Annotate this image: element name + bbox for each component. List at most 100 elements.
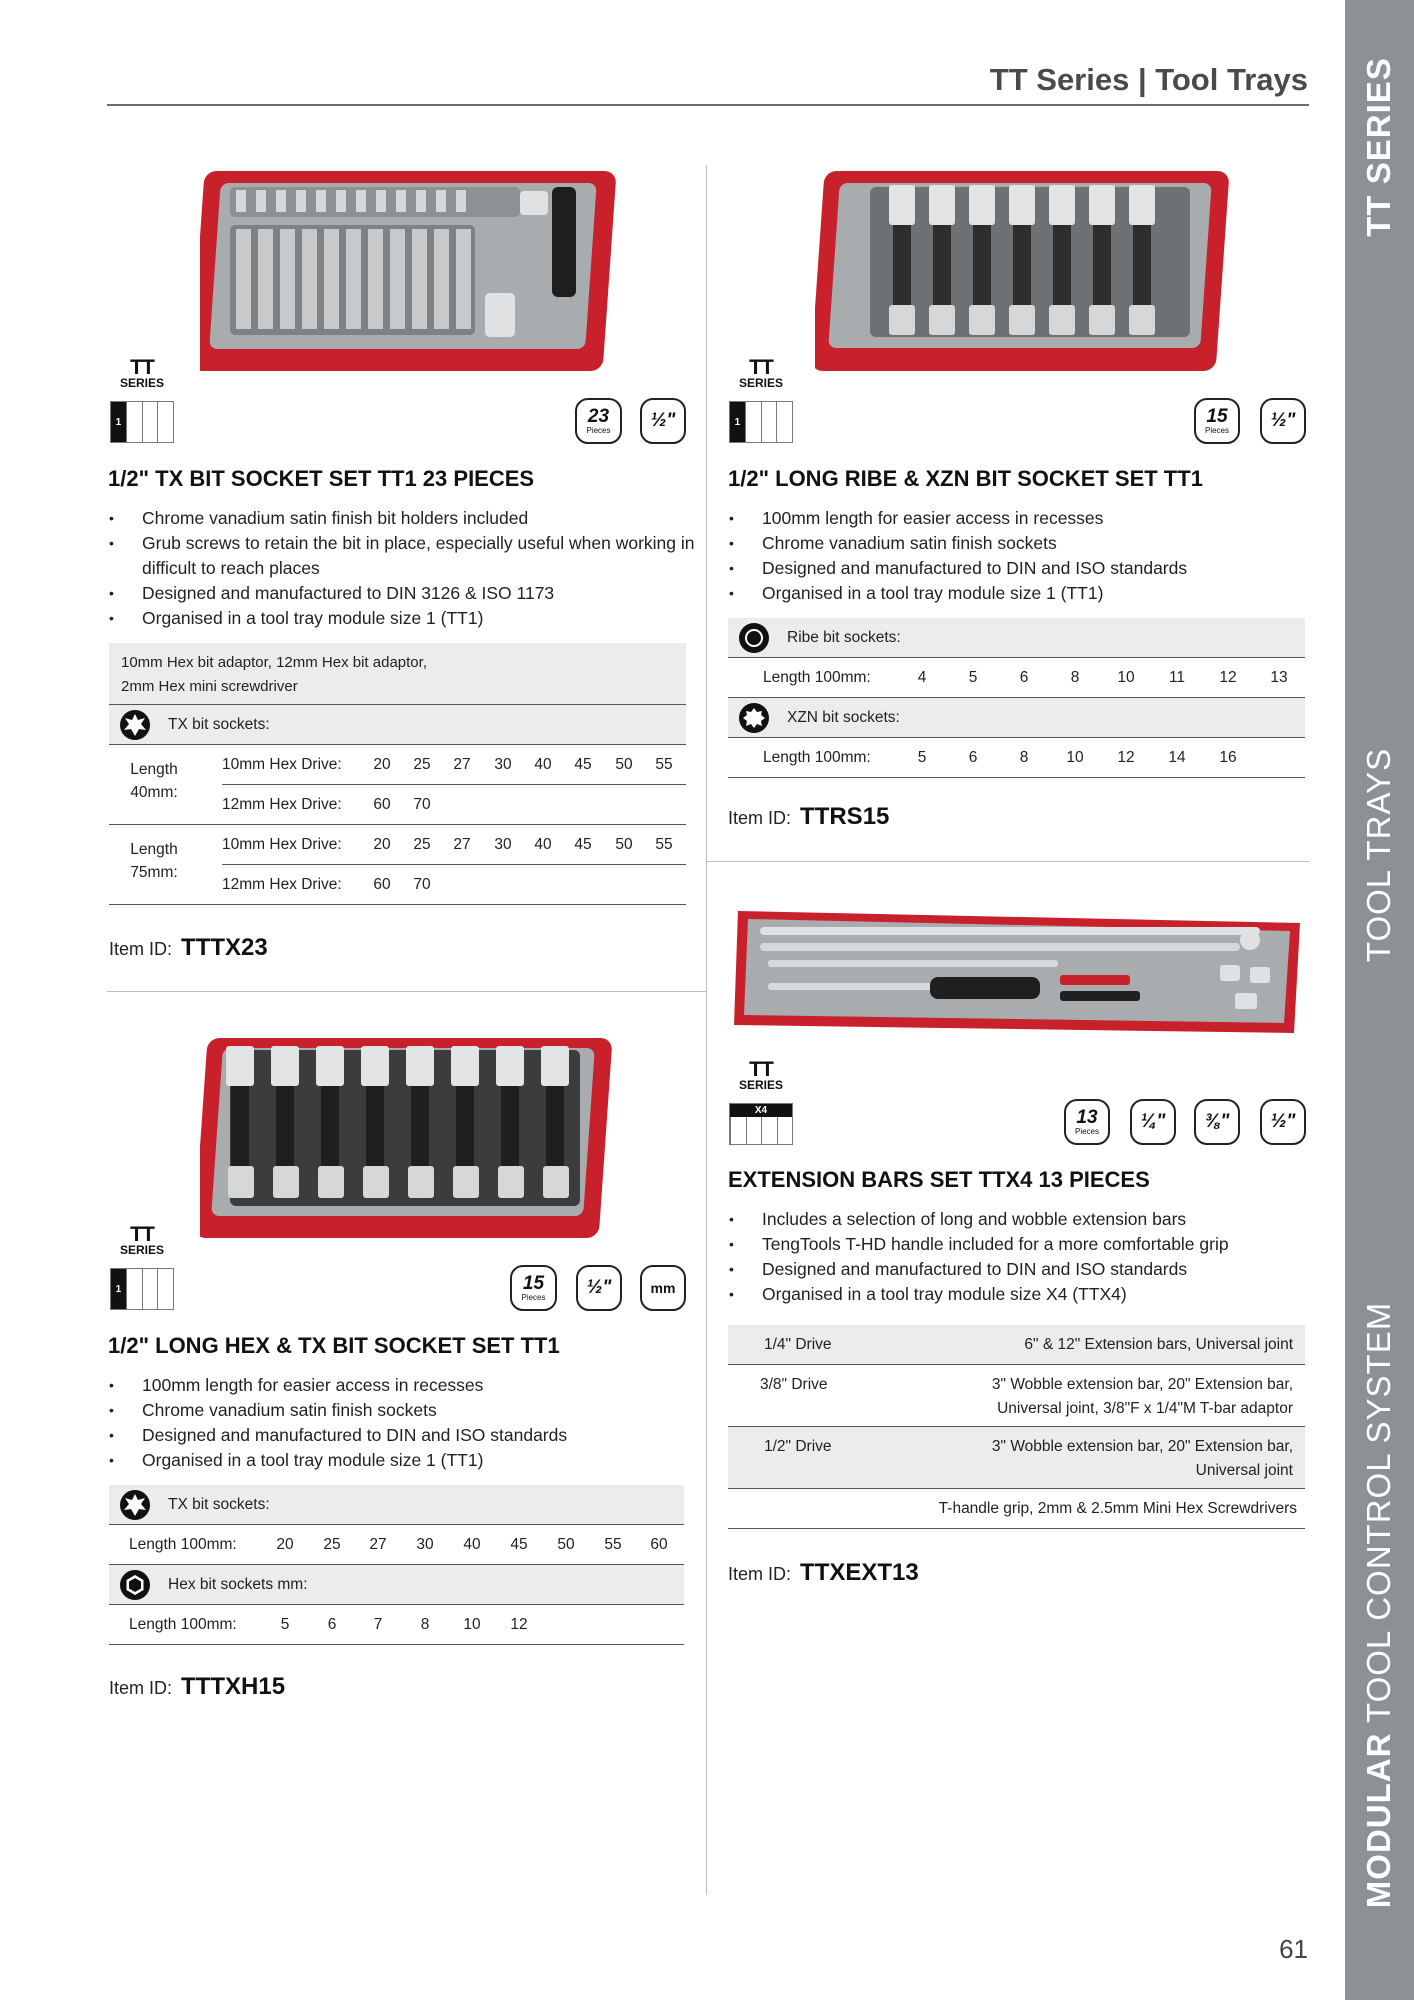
pieces-count-badge: 15 Pieces [1194, 398, 1240, 444]
sidebar-system-label: MODULAR TOOL CONTROL SYSTEM [1360, 1302, 1398, 1908]
drive-size: ½" [1270, 1111, 1296, 1132]
spec-value: 16 [1219, 748, 1237, 766]
section-divider-right [707, 861, 1309, 862]
feature-item: Chrome vanadium satin finish sockets [109, 1398, 699, 1423]
product-title: 1/2" TX BIT SOCKET SET TT1 23 PIECES [108, 466, 535, 491]
spec-value: 60 [373, 796, 391, 813]
feature-list: Chrome vanadium satin finish bit holders… [109, 506, 699, 631]
spec-row: 1/4" Drive 6" & 12" Extension bars, Univ… [728, 1325, 1305, 1365]
item-id: Item ID: TTTX23 [109, 934, 268, 962]
spec-value: 50 [615, 755, 633, 773]
tt-series-logo: TT SERIES [107, 357, 177, 390]
ribe-icon [739, 622, 769, 653]
feature-item: Organised in a tool tray module size 1 (… [109, 1448, 699, 1473]
feature-item: Grub screws to retain the bit in place, … [109, 531, 699, 581]
feature-item: TengTools T-HD handle included for a mor… [729, 1232, 1319, 1257]
spec-group-label: Ribe bit sockets: [787, 628, 901, 646]
pieces-count: 15 [1206, 405, 1228, 427]
spec-value: 55 [655, 835, 673, 853]
pieces-count: 23 [587, 405, 610, 427]
spec-value: 30 [494, 835, 512, 853]
spec-value: 13 [1270, 668, 1288, 686]
page-title: TT Series | Tool Trays [989, 62, 1308, 97]
spec-value: 40 [534, 755, 552, 773]
tt-logo-text: TT [130, 1223, 155, 1246]
spec-value: 55 [655, 755, 673, 773]
spec-group-header: Ribe bit sockets: [728, 618, 1305, 658]
feature-item: 100mm length for easier access in recess… [729, 506, 1304, 531]
spec-value: 6 [968, 748, 978, 766]
feature-item: Designed and manufactured to DIN and ISO… [729, 1257, 1319, 1282]
tt-series-logo: TT SERIES [107, 1223, 177, 1257]
spec-value: 25 [413, 755, 431, 773]
spec-table: TX bit sockets: Length 100mm: 20 25 27 3… [109, 1485, 684, 1645]
feature-item: Designed and manufactured to DIN and ISO… [109, 1423, 699, 1448]
spec-value: 30 [416, 1535, 434, 1553]
spec-row: Length 100mm: 20 25 27 30 40 45 50 55 60 [109, 1525, 684, 1565]
feature-item: Designed and manufactured to DIN 3126 & … [109, 581, 699, 606]
product-image-tray-ribe-xzn [815, 171, 1229, 371]
pieces-label: Pieces [1074, 1126, 1099, 1136]
spec-value: 12 [510, 1615, 528, 1633]
module-size-grid: X4 [729, 1103, 793, 1145]
spec-length-group: Length 40mm: 10mm Hex Drive: 20 25 27 30… [109, 745, 686, 825]
spec-value: 55 [604, 1535, 622, 1553]
spec-value: 60 [373, 876, 391, 893]
spec-value: 8 [1070, 668, 1080, 686]
length-label: Length [130, 761, 178, 778]
item-id: Item ID: TTTXH15 [109, 1673, 285, 1701]
product-image-tray-extension-bars [734, 911, 1300, 1033]
spec-description-line: 3" Wobble extension bar, 20" Extension b… [991, 1438, 1293, 1455]
spec-value: 45 [574, 835, 592, 853]
sidebar-series-label: TT SERIES [1360, 57, 1397, 237]
spec-row: T-handle grip, 2mm & 2.5mm Mini Hex Scre… [728, 1489, 1305, 1529]
pieces-count: 13 [1076, 1106, 1098, 1128]
spec-value: 25 [413, 835, 431, 853]
spec-value: 45 [510, 1535, 528, 1553]
item-id-label: Item ID: [109, 1678, 173, 1698]
spec-group-label: Hex bit sockets mm: [168, 1575, 308, 1593]
tt-series-logo: TT SERIES [726, 357, 796, 390]
module-size-grid: 1 [729, 401, 793, 443]
product-title: 1/2" LONG RIBE & XZN BIT SOCKET SET TT1 [728, 466, 1203, 491]
spec-value: 5 [917, 748, 927, 766]
item-id-label: Item ID: [728, 808, 792, 828]
pieces-label: Pieces [1204, 425, 1229, 435]
spec-value: 40 [463, 1535, 481, 1553]
feature-list: 100mm length for easier access in recess… [109, 1373, 699, 1473]
spec-value: 12 [1117, 748, 1135, 766]
spec-row: 1/2" Drive 3" Wobble extension bar, 20" … [728, 1427, 1305, 1489]
spec-row: 10mm Hex Drive: 20 25 27 30 40 45 50 55 [222, 745, 686, 785]
hex-icon [120, 1569, 150, 1600]
torx-icon [120, 1489, 150, 1520]
spec-value: 40 [534, 835, 552, 853]
spec-value: 20 [373, 755, 391, 773]
metric-badge: mm [640, 1265, 686, 1311]
spec-group-label: XZN bit sockets: [787, 708, 900, 726]
pieces-count-badge: 13 Pieces [1064, 1099, 1110, 1145]
drive-size-badge: ⅜" [1194, 1099, 1240, 1145]
drive-size-badge: ½" [1260, 398, 1306, 444]
module-size-label: 1 [730, 402, 745, 442]
spec-length-group: Length 75mm: 10mm Hex Drive: 20 25 27 30… [109, 825, 686, 905]
drive-size: ⅜" [1204, 1111, 1230, 1132]
feature-item: Organised in a tool tray module size 1 (… [729, 581, 1304, 606]
item-id-value: TTXEXT13 [800, 1559, 919, 1586]
spec-value: 12 [1219, 668, 1237, 686]
spec-value: 60 [650, 1535, 668, 1553]
spec-note-row: 10mm Hex bit adaptor, 12mm Hex bit adapt… [109, 643, 686, 705]
torx-icon [120, 709, 150, 740]
length-label: Length 100mm: [129, 1535, 237, 1553]
product-image-tray-hex-tx [200, 1038, 612, 1238]
feature-item: Organised in a tool tray module size X4 … [729, 1282, 1319, 1307]
item-id: Item ID: TTRS15 [728, 803, 889, 831]
item-id-label: Item ID: [109, 939, 173, 959]
series-logo-text: SERIES [738, 1078, 783, 1092]
spec-value: 70 [413, 876, 431, 893]
spec-table: Ribe bit sockets: Length 100mm: 4 5 6 8 … [728, 618, 1305, 778]
spec-note-line: 10mm Hex bit adaptor, 12mm Hex bit adapt… [121, 654, 427, 671]
spec-value: 20 [276, 1535, 294, 1553]
drive-label: 10mm Hex Drive: [222, 835, 342, 853]
feature-list: 100mm length for easier access in recess… [729, 506, 1304, 606]
sidebar-system-rest: TOOL CONTROL SYSTEM [1360, 1301, 1397, 1723]
